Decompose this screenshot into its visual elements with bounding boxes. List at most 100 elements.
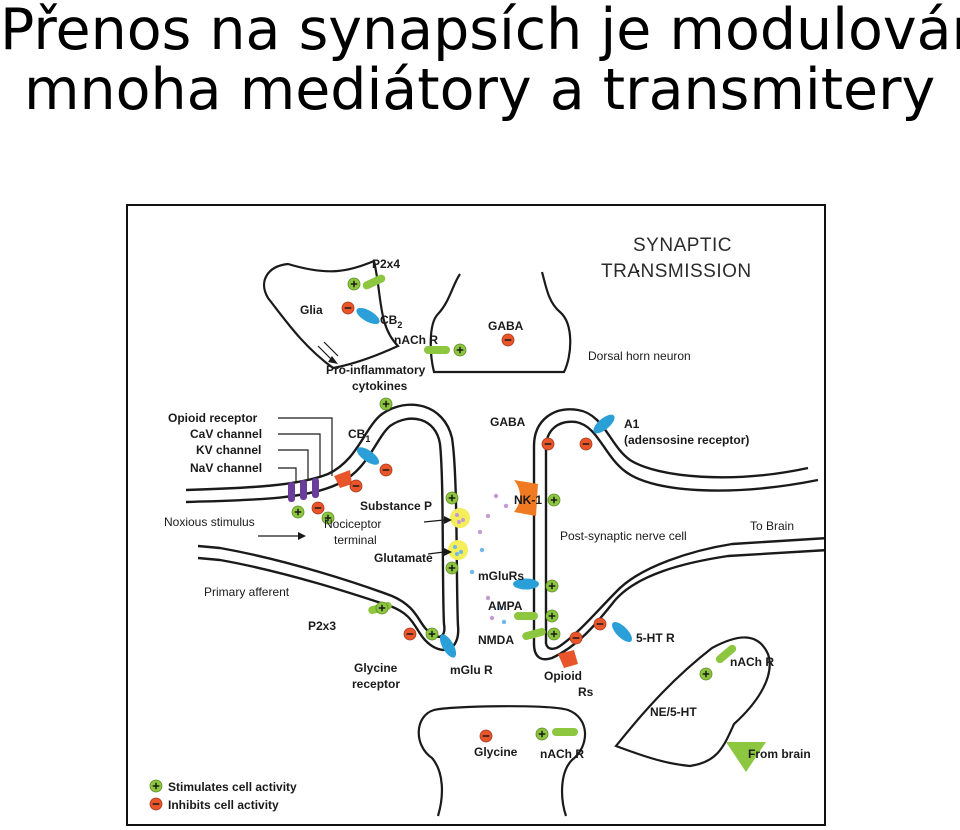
label-glycine-receptor-line-1: Glycine: [354, 661, 398, 675]
diagram-heading-line-2: TRANSMISSION: [601, 261, 752, 282]
minus-icon: [501, 333, 515, 347]
minus-icon: [479, 729, 493, 743]
legend-stimulates: Stimulates cell activity: [168, 780, 297, 794]
nk1-receptor: [514, 480, 538, 516]
ion-channels: [288, 478, 319, 502]
minus-icon: [403, 627, 417, 641]
label-nach-r-top: nACh R: [394, 333, 438, 347]
plus-icon: [547, 627, 561, 641]
mglu-receptor: [439, 634, 457, 658]
label-noxious-stimulus: Noxious stimulus: [164, 515, 255, 529]
from-brain-arrow-icon: [726, 742, 766, 772]
label-mglu-r: mGlu R: [450, 663, 493, 677]
label-substance-p: Substance P: [360, 499, 432, 513]
label-nociceptor-terminal-line-1: Nociceptor: [324, 517, 381, 531]
kv-channel: [300, 480, 307, 500]
label-mglurs: mGluRs: [478, 569, 524, 583]
label-a1: A1: [624, 417, 640, 431]
minus-icon: [349, 479, 363, 493]
label-gaba-mid: GABA: [490, 415, 526, 429]
title-line-2: mnoha mediátory a transmitery: [24, 57, 936, 123]
label-kv-channel: KV channel: [196, 443, 261, 457]
plus-icon: [445, 561, 459, 575]
nav-channel: [288, 482, 295, 502]
arrowheads: [298, 356, 452, 556]
plus-icon: [535, 727, 549, 741]
cav-channel: [312, 478, 319, 498]
label-nach-r-right: nACh R: [730, 655, 774, 669]
diagram-heading-line-1: SYNAPTIC: [633, 235, 732, 256]
label-post-synaptic-nerve-cell: Post-synaptic nerve cell: [560, 529, 687, 543]
synaptic-transmission-diagram: SYNAPTIC TRANSMISSION: [149, 235, 824, 817]
title-line-1: Přenos na synapsích je modulován: [0, 0, 960, 63]
label-nav-channel: NaV channel: [190, 461, 262, 475]
plus-icon: [545, 609, 559, 623]
plus-icon: [545, 579, 559, 593]
label-glutamate: Glutamate: [374, 551, 433, 565]
plus-icon: [291, 505, 305, 519]
opioid-receptor: [334, 470, 352, 488]
label-p2x3: P2x3: [308, 619, 336, 633]
legend: Stimulates cell activity Inhibits cell a…: [149, 779, 297, 812]
released-neurotransmitters: [469, 493, 509, 625]
glia-cell: [262, 259, 400, 370]
label-dorsal-horn-neuron: Dorsal horn neuron: [588, 349, 691, 363]
label-cb1-subscript: 1: [365, 434, 370, 444]
legend-plus-icon: [149, 779, 163, 793]
label-cb1: CB1: [348, 427, 370, 444]
label-nociceptor-terminal-line-2: terminal: [334, 533, 377, 547]
plus-icon: [445, 491, 459, 505]
label-to-brain: To Brain: [750, 519, 794, 533]
vesicle-substance-p: [450, 508, 470, 528]
p2x4-receptor: [362, 274, 386, 290]
minus-icon: [379, 463, 393, 477]
plus-icon: [453, 343, 467, 357]
label-glycine-bottom: Glycine: [474, 745, 518, 759]
label-pro-inflammatory: Pro-inflammatory: [326, 363, 426, 377]
label-cb1-text: CB: [348, 427, 366, 441]
glycine-terminal-bottom: [417, 705, 587, 817]
cb2-receptor: [356, 307, 380, 325]
label-nach-r-bottom: nACh R: [540, 747, 584, 761]
post-synaptic-membrane: [532, 408, 824, 661]
minus-icon: [593, 617, 607, 631]
label-opioid-receptor: Opioid receptor: [168, 411, 258, 425]
label-cytokines: cytokines: [352, 379, 408, 393]
label-from-brain: From brain: [748, 747, 811, 761]
mglurs-receptor: [513, 578, 539, 590]
label-nmda: NMDA: [478, 633, 514, 647]
opioid-rs-receptor: [558, 650, 578, 668]
plus-icon: [375, 601, 389, 615]
label-5ht-r: 5-HT R: [636, 631, 675, 645]
legend-inhibits: Inhibits cell activity: [168, 798, 279, 812]
plus-icon: [379, 397, 393, 411]
vesicle-glutamate: [448, 540, 468, 560]
label-a1-description: (adensosine receptor): [624, 433, 749, 447]
nach-receptor-right: [715, 644, 737, 664]
label-cav-channel: CaV channel: [190, 427, 262, 441]
plus-icon: [547, 493, 561, 507]
label-cb2-subscript: 2: [397, 320, 402, 330]
label-gaba-top: GABA: [488, 319, 524, 333]
nach-receptor-top: [424, 346, 450, 354]
plus-icon: [347, 277, 361, 291]
label-cb2: CB2: [380, 313, 402, 330]
minus-icon: [541, 437, 555, 451]
label-opioid-rs-line-2: Rs: [578, 685, 594, 699]
nach-receptor-bottom: [552, 728, 578, 736]
legend-minus-icon: [149, 797, 163, 811]
slide-title: Přenos na synapsích je modulován mnoha m…: [0, 0, 960, 120]
minus-icon: [341, 301, 355, 315]
minus-icon: [569, 631, 583, 645]
cb1-receptor: [356, 447, 380, 465]
plus-icon: [699, 667, 713, 681]
label-primary-afferent: Primary afferent: [204, 585, 290, 599]
a1-receptor: [593, 414, 615, 434]
minus-icon: [579, 437, 593, 451]
ampa-receptor: [514, 612, 538, 620]
pointer-lines: [258, 341, 445, 555]
label-p2x4: P2x4: [372, 257, 400, 271]
synaptic-transmission-figure: SYNAPTIC TRANSMISSION: [126, 204, 826, 826]
label-ampa: AMPA: [488, 599, 523, 613]
label-cb2-text: CB: [380, 313, 398, 327]
